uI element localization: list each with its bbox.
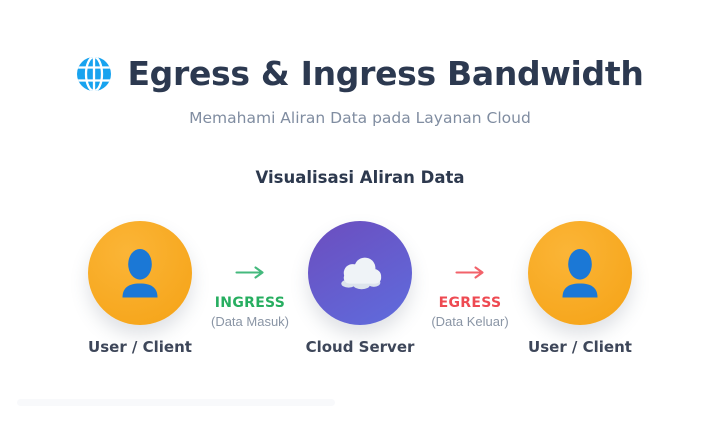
cloud-server-circle xyxy=(308,221,412,325)
title-row: Egress & Ingress Bandwidth xyxy=(0,54,720,94)
user-icon xyxy=(122,248,158,298)
egress-label: EGRESS xyxy=(438,295,502,311)
right-arrow-icon xyxy=(455,266,484,279)
right-arrow-icon xyxy=(235,266,264,279)
node-label: User / Client xyxy=(528,338,632,356)
page-subtitle: Memahami Aliran Data pada Layanan Cloud xyxy=(189,109,531,127)
globe-icon xyxy=(77,57,112,91)
cloud-icon xyxy=(341,257,382,290)
header: Egress & Ingress Bandwidth Memahami Alir… xyxy=(0,0,720,128)
node-cloud-server: Cloud Server xyxy=(290,221,430,356)
node-user-client-left: User / Client xyxy=(70,221,210,356)
next-section-edge xyxy=(17,399,335,406)
section-heading: Visualisasi Aliran Data xyxy=(255,168,465,187)
egress-flow: EGRESS (Data Keluar) xyxy=(430,221,510,330)
arrow-stroke xyxy=(235,266,264,279)
ingress-sublabel: (Data Masuk) xyxy=(210,314,290,329)
egress-sublabel: (Data Keluar) xyxy=(431,314,509,329)
node-user-client-right: User / Client xyxy=(510,221,650,356)
ingress-label: INGRESS xyxy=(214,295,286,311)
user-circle xyxy=(88,221,192,325)
data-flow-diagram: User / Client INGRESS (Data Masuk) xyxy=(0,221,720,356)
user-icon xyxy=(562,248,598,298)
user-circle xyxy=(528,221,632,325)
ingress-flow: INGRESS (Data Masuk) xyxy=(210,221,290,330)
arrow-stroke xyxy=(455,266,484,279)
page-title: Egress & Ingress Bandwidth xyxy=(127,54,644,93)
node-label: Cloud Server xyxy=(305,338,415,356)
node-label: User / Client xyxy=(88,338,192,356)
